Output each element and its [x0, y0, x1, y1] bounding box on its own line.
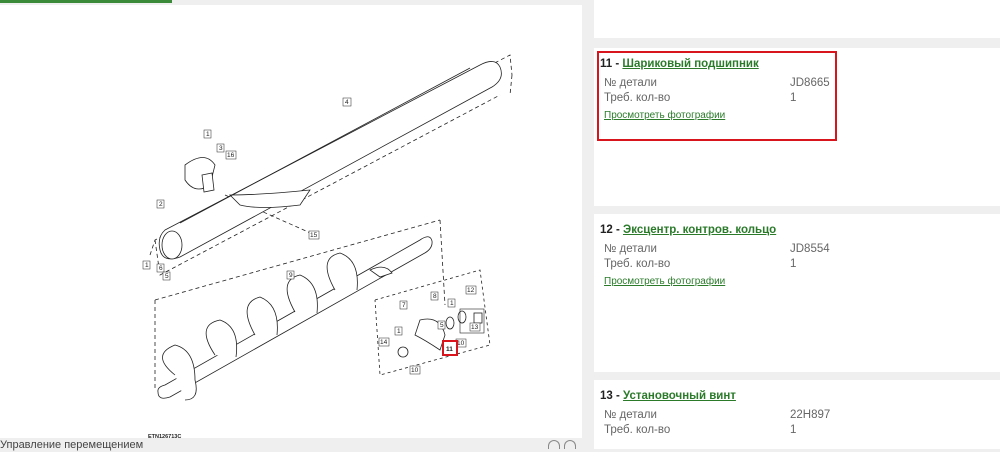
part-name-link[interactable]: Эксцентр. контров. кольцо [623, 224, 777, 236]
part-name-link[interactable]: Установочный винт [623, 390, 736, 402]
part-title: 11 - Шариковый подшипник [600, 58, 759, 70]
part-name-link[interactable]: Шариковый подшипник [622, 58, 759, 70]
callout-6[interactable]: 6 [159, 265, 163, 272]
part-card-previous [594, 0, 1000, 38]
figure-id: ETN126713C [148, 434, 181, 438]
part-title: 13 - Установочный винт [600, 390, 736, 402]
exploded-parts-diagram[interactable]: 4 1 3 16 2 15 1 6 5 9 8 7 1 [0, 5, 582, 438]
view-photos-link[interactable]: Просмотреть фотографии [604, 110, 726, 121]
part-no-label: № детали [604, 243, 657, 255]
callout-1d[interactable]: 1 [397, 328, 401, 335]
part-no-value: 22H897 [790, 409, 831, 421]
view-photos-link[interactable]: Просмотреть фотографии [604, 276, 726, 287]
callout-4[interactable]: 4 [345, 99, 349, 106]
bottom-toolbar: Управление перемещением [0, 438, 590, 451]
qty-label: Треб. кол-во [604, 424, 671, 436]
navigation-control-label: Управление перемещением [0, 439, 144, 451]
callout-8[interactable]: 8 [433, 293, 437, 300]
selected-part-highlight [597, 51, 837, 141]
qty-label: Треб. кол-во [604, 258, 671, 270]
callout-1c[interactable]: 1 [450, 300, 454, 307]
callout-5[interactable]: 5 [165, 273, 169, 280]
qty-value: 1 [790, 424, 797, 436]
callout-1b[interactable]: 1 [145, 262, 149, 269]
callout-9[interactable]: 9 [289, 272, 293, 279]
highlighted-callout-box[interactable] [442, 340, 458, 356]
active-tab-indicator [0, 0, 172, 3]
callout-14[interactable]: 14 [380, 339, 388, 346]
part-number: 13 [600, 390, 613, 402]
part-card-11[interactable]: 11 - Шариковый подшипник № детали JD8665… [594, 48, 1000, 206]
callout-12[interactable]: 12 [467, 287, 475, 294]
part-title: 12 - Эксцентр. контров. кольцо [600, 224, 777, 236]
callout-10b[interactable]: 10 [411, 367, 419, 374]
callout-13[interactable]: 13 [471, 324, 479, 331]
qty-value: 1 [790, 92, 797, 104]
part-card-13[interactable]: 13 - Установочный винт № детали 22H897 Т… [594, 380, 1000, 449]
callout-11[interactable]: 11 [446, 346, 453, 353]
callout-15[interactable]: 15 [310, 232, 318, 239]
zoom-out-icon[interactable] [564, 440, 576, 449]
part-no-value: JD8554 [790, 243, 830, 255]
callout-2[interactable]: 2 [159, 201, 163, 208]
part-number: 11 [600, 58, 613, 70]
zoom-controls[interactable] [548, 440, 582, 449]
parts-diagram-panel[interactable]: 4 1 3 16 2 15 1 6 5 9 8 7 1 [0, 5, 582, 438]
qty-label: Треб. кол-во [604, 92, 671, 104]
callout-5b[interactable]: 5 [440, 322, 444, 329]
qty-value: 1 [790, 258, 797, 270]
part-no-label: № детали [604, 77, 657, 89]
parts-list: 11 - Шариковый подшипник № детали JD8665… [594, 0, 1000, 449]
callout-16[interactable]: 16 [227, 152, 235, 159]
callout-7[interactable]: 7 [402, 302, 406, 309]
part-no-label: № детали [604, 409, 657, 421]
part-number: 12 [600, 224, 613, 236]
callout-labels: 4 1 3 16 2 15 1 6 5 9 8 7 1 [142, 97, 485, 375]
zoom-in-icon[interactable] [548, 440, 560, 449]
callout-3[interactable]: 3 [219, 145, 223, 152]
part-no-value: JD8665 [790, 77, 830, 89]
callout-1[interactable]: 1 [206, 131, 210, 138]
callout-10[interactable]: 10 [457, 340, 465, 347]
part-card-12[interactable]: 12 - Эксцентр. контров. кольцо № детали … [594, 214, 1000, 372]
